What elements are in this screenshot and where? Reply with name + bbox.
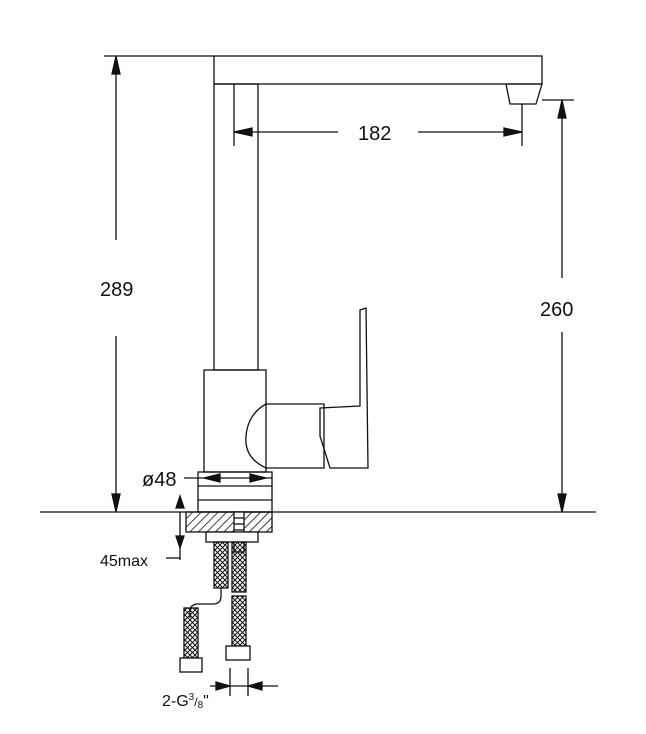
dim-spout-reach: 182 (358, 123, 391, 145)
dim-mount-thickness: 45max (100, 553, 148, 570)
mixer-cartridge (245, 403, 325, 469)
mounting-nut (205, 531, 259, 543)
faucet-spout (213, 55, 543, 85)
left-hose-nut (179, 657, 203, 673)
faucet-column (213, 83, 259, 371)
dim-base-diameter: ø48 (142, 469, 176, 491)
mounting-plate (185, 511, 273, 533)
right-hose-nut (225, 645, 251, 661)
faucet-body (203, 369, 267, 473)
left-hose (213, 541, 229, 589)
dim-total-height: 289 (100, 279, 133, 301)
right-hose (231, 541, 247, 593)
dim-outlet-height: 260 (540, 299, 573, 321)
spout-aerator (505, 83, 543, 105)
dim-connection-thread: 2-G3/8" (162, 692, 209, 711)
lever-handle (319, 307, 369, 469)
